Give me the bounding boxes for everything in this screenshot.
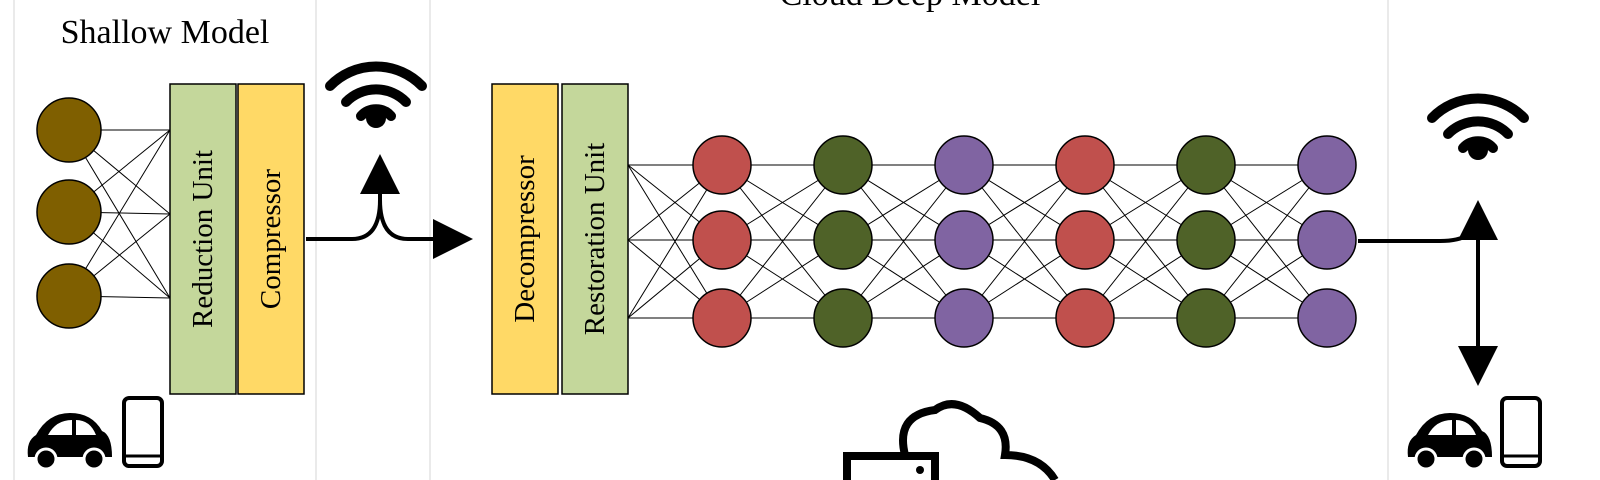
deep-layer-2-node bbox=[813, 135, 873, 195]
connection-line bbox=[1205, 164, 1328, 319]
deep-layer-1-node bbox=[692, 210, 752, 270]
decompressor-unit: Decompressor bbox=[491, 83, 559, 395]
connection-line bbox=[963, 164, 1086, 319]
reduction-unit-label: Reduction Unit bbox=[187, 150, 219, 328]
restoration-unit: Restoration Unit bbox=[561, 83, 629, 395]
deep-layer-1-node bbox=[692, 288, 752, 348]
uplink-path-to-cloud bbox=[306, 199, 473, 259]
deep-layer-3-node bbox=[934, 210, 994, 270]
wifi-icon bbox=[1427, 93, 1529, 160]
car-icon bbox=[1407, 413, 1492, 471]
restoration-unit-label: Restoration Unit bbox=[579, 143, 611, 336]
deep-layer-6-node bbox=[1297, 210, 1357, 270]
smartphone-icon bbox=[1500, 396, 1542, 468]
deep-layer-3-node bbox=[934, 135, 994, 195]
deep-layer-5-node bbox=[1176, 288, 1236, 348]
deep-layer-6-node bbox=[1297, 135, 1357, 195]
deep-layer-3-node bbox=[934, 288, 994, 348]
shallow-model-node bbox=[36, 179, 102, 245]
deep-layer-5-node bbox=[1176, 135, 1236, 195]
deep-layer-2-node bbox=[813, 210, 873, 270]
restoration-unit-box bbox=[561, 83, 629, 395]
deep-layer-6-node bbox=[1297, 288, 1357, 348]
smartphone-icon bbox=[122, 396, 164, 468]
uplink-arrow bbox=[306, 154, 473, 259]
deep-layer-4-node bbox=[1055, 288, 1115, 348]
deep-layer-5-node bbox=[1176, 210, 1236, 270]
connection-line bbox=[842, 164, 965, 319]
reduction-unit: Reduction Unit bbox=[169, 83, 237, 395]
deep-layer-4-node bbox=[1055, 135, 1115, 195]
shallow-model-node bbox=[36, 263, 102, 329]
wifi-icon bbox=[325, 61, 427, 128]
connection-line bbox=[627, 164, 723, 319]
deep-layer-1-node bbox=[692, 135, 752, 195]
deep-model-title: Cloud Deep Model bbox=[780, 0, 1041, 13]
reduction-unit-box bbox=[169, 83, 237, 395]
deep-layer-4-node bbox=[1055, 210, 1115, 270]
compressor-label: Compressor bbox=[255, 169, 287, 310]
car-icon bbox=[27, 413, 113, 471]
decompressor-label: Decompressor bbox=[509, 155, 541, 323]
cloud-server-icon bbox=[843, 400, 1059, 480]
downlink-path-from-output bbox=[1358, 214, 1480, 243]
compressor-box bbox=[237, 83, 305, 395]
connection-line bbox=[1084, 164, 1207, 319]
shallow-model-title: Shallow Model bbox=[61, 14, 270, 51]
shallow-model-node bbox=[36, 97, 102, 163]
decompressor-box bbox=[491, 83, 559, 395]
connection-line bbox=[721, 164, 844, 319]
compressor-unit: Compressor bbox=[237, 83, 305, 395]
downlink-arrow bbox=[1358, 200, 1498, 386]
deep-layer-2-node bbox=[813, 288, 873, 348]
network-nodes bbox=[36, 97, 1357, 348]
